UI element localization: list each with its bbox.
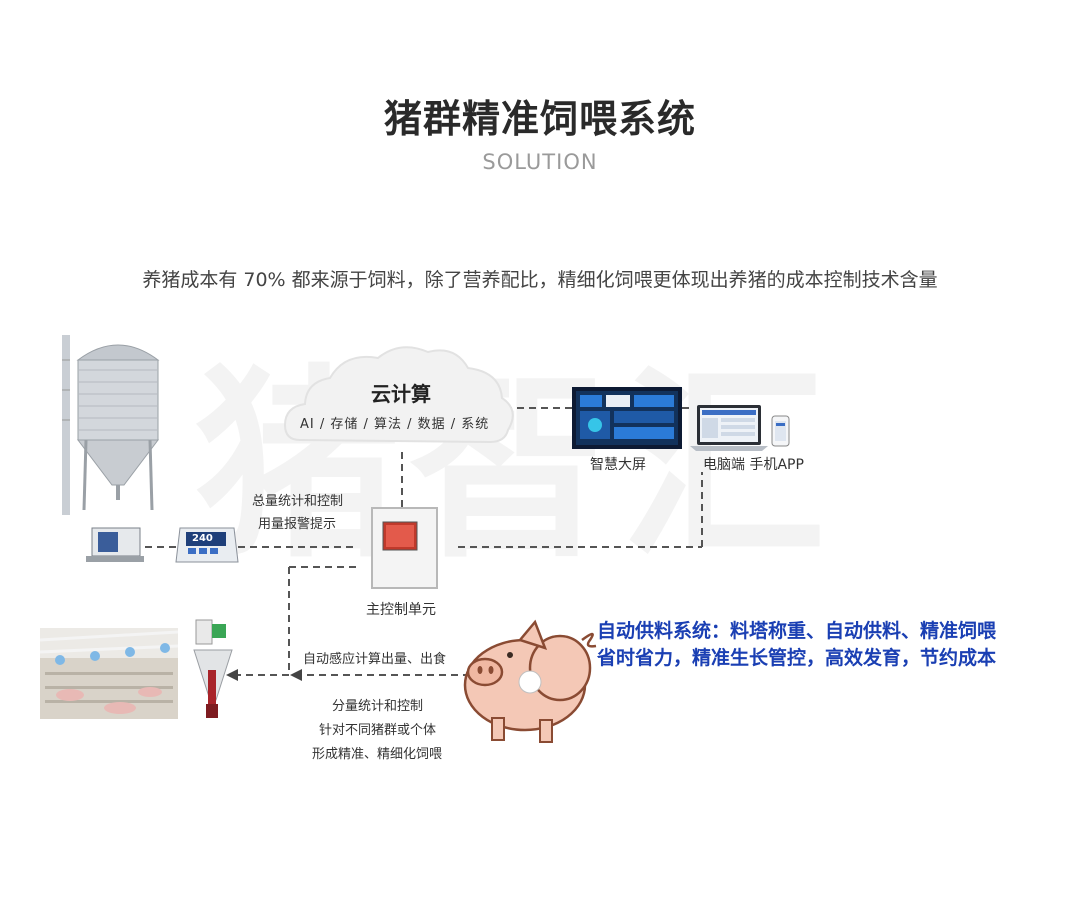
feeder-stats-line1: 分量统计和控制: [332, 699, 424, 714]
pig-barn-illustration: [39, 628, 179, 719]
silo-stats-line1: 总量统计和控制: [252, 494, 344, 509]
laptop-illustration: [690, 405, 768, 451]
cloud-items: AI / 存储 / 算法 / 数据 / 系统: [300, 417, 490, 432]
weighing-sensor-illustration: [86, 527, 144, 562]
highlight-line1: 自动供料系统：料塔称重、自动供料、精准饲喂: [597, 620, 997, 642]
arrowheads: [226, 669, 302, 681]
page-subtitle: SOLUTION: [482, 150, 598, 174]
big-screen-illustration: [572, 387, 682, 449]
cartoon-pig-illustration: [463, 619, 597, 743]
feeder-illustration: [193, 619, 233, 718]
scale-display-value: 240: [192, 533, 213, 544]
feeder-stats-line3: 形成精准、精细化饲喂: [312, 747, 443, 762]
arrow-to-feeder: [226, 669, 238, 681]
phone-illustration: [771, 415, 790, 447]
feeder-sense-label: 自动感应计算出量、出食: [303, 652, 447, 667]
cloud-shape: [283, 346, 514, 444]
intro-text: 养猪成本有 70% 都来源于饲料，除了营养配比，精细化饲喂更体现出养猪的成本控制…: [142, 269, 938, 291]
highlight-line2: 省时省力，精准生长管控，高效发育，节约成本: [597, 647, 997, 669]
big-screen-label: 智慧大屏: [590, 457, 646, 473]
arrow-mid: [290, 669, 302, 681]
main-control-unit-illustration: [371, 507, 438, 589]
page-title: 猪群精准饲喂系统: [383, 97, 696, 141]
silo-stats-line2: 用量报警提示: [258, 517, 337, 532]
main-unit-label: 主控制单元: [366, 602, 436, 618]
scale-indicator-illustration: [175, 527, 239, 563]
feeder-stats-line2: 针对不同猪群或个体: [319, 723, 437, 738]
cloud-title: 云计算: [371, 382, 431, 406]
pc-mobile-label: 电脑端 手机APP: [703, 457, 804, 473]
silo-illustration: [62, 335, 160, 515]
connector-lines: [145, 407, 703, 676]
